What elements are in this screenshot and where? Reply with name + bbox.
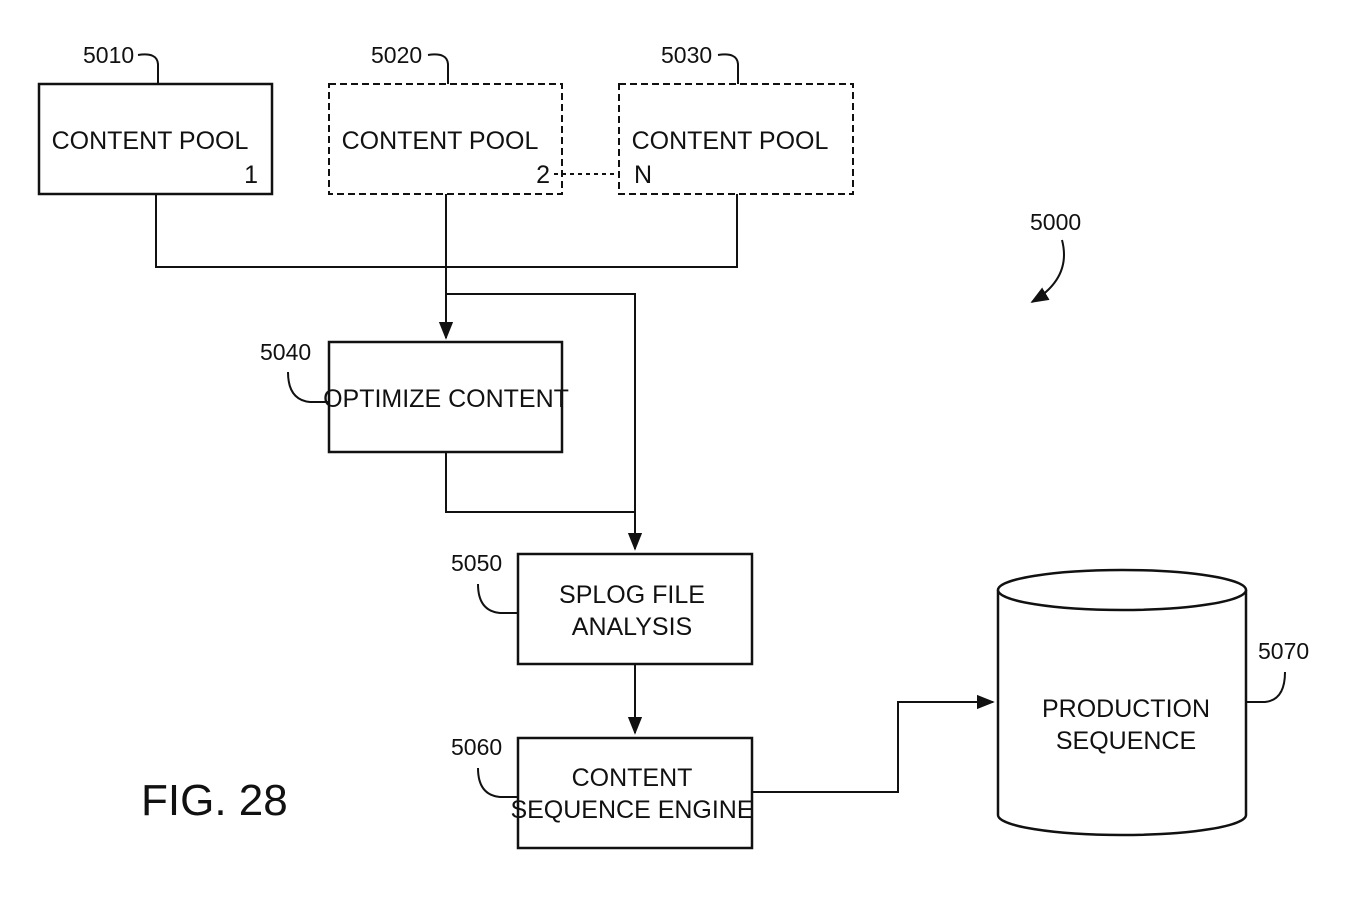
ref-5040: 5040 xyxy=(260,339,311,365)
splog-file-analysis-node: SPLOG FILE ANALYSIS xyxy=(516,552,754,666)
leader-5070 xyxy=(1246,671,1286,703)
arrow-to-production xyxy=(752,694,995,793)
leader-5040 xyxy=(287,371,329,403)
ref-5060: 5060 xyxy=(451,734,502,760)
splog-label-line2: ANALYSIS xyxy=(572,613,692,641)
leader-5060 xyxy=(477,767,518,798)
optimize-content-label: OPTIMIZE CONTENT xyxy=(323,385,569,413)
ref-5010: 5010 xyxy=(83,42,134,68)
leader-5020 xyxy=(427,53,449,84)
content-pool-1-label: CONTENT POOL xyxy=(52,127,249,155)
ref-5050: 5050 xyxy=(451,550,502,576)
ref-5070: 5070 xyxy=(1258,638,1309,664)
content-pool-2-label: CONTENT POOL xyxy=(342,127,539,155)
leader-5010 xyxy=(137,53,159,84)
figure-reference-number: 5000 xyxy=(1030,209,1081,235)
content-pool-1-node: CONTENT POOL 1 xyxy=(37,82,274,196)
production-label-line1: PRODUCTION xyxy=(1042,695,1210,723)
content-pool-2-node: CONTENT POOL 2 xyxy=(328,83,563,195)
splog-label-line1: SPLOG FILE xyxy=(559,581,705,609)
content-pool-1-index: 1 xyxy=(244,161,258,189)
leader-5030 xyxy=(717,53,739,84)
figure-reference-arrow xyxy=(1030,239,1065,303)
optimize-output-line xyxy=(445,452,635,513)
content-pool-2-index: 2 xyxy=(536,161,550,189)
content-pool-n-label: CONTENT POOL xyxy=(632,127,829,155)
ref-5020: 5020 xyxy=(371,42,422,68)
content-sequence-engine-node: CONTENT SEQUENCE ENGINE xyxy=(510,736,754,850)
arrow-to-splog xyxy=(446,293,643,551)
production-label-line2: SEQUENCE xyxy=(1056,727,1196,755)
content-pool-n-node: CONTENT POOL N xyxy=(618,83,854,195)
engine-label-line1: CONTENT xyxy=(572,764,693,792)
optimize-content-node: OPTIMIZE CONTENT xyxy=(323,340,569,454)
figure-label: FIG. 28 xyxy=(141,776,288,825)
content-pool-n-index: N xyxy=(634,161,652,189)
leader-5050 xyxy=(477,583,518,614)
production-sequence-node: PRODUCTION SEQUENCE xyxy=(996,568,1248,837)
engine-label-line2: SEQUENCE ENGINE xyxy=(510,796,753,824)
ref-5030: 5030 xyxy=(661,42,712,68)
